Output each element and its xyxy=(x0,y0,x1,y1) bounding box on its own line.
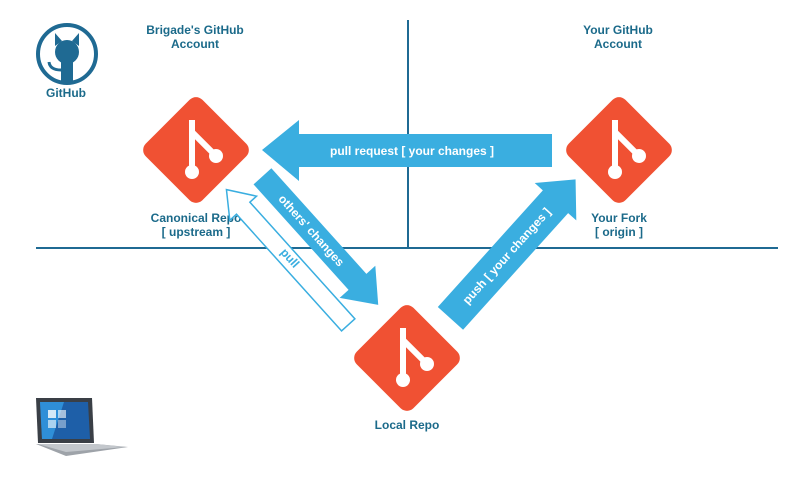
local-repo-label: Local Repo xyxy=(375,418,440,432)
your-account-line1: Your GitHub xyxy=(583,23,653,37)
others-changes-arrow xyxy=(253,168,379,305)
brigade-account-line2: Account xyxy=(171,37,219,51)
push-label: push [ your changes ] xyxy=(460,205,554,307)
github-octocat-icon xyxy=(36,23,98,85)
pull-request-label: pull request [ your changes ] xyxy=(330,144,494,158)
pull-arrow xyxy=(225,188,356,332)
laptop-icon xyxy=(36,398,128,456)
your-fork-sublabel: [ origin ] xyxy=(595,225,643,239)
push-arrow xyxy=(437,179,577,330)
canonical-repo-sublabel: [ upstream ] xyxy=(162,225,231,239)
git-logo-icon xyxy=(566,97,672,203)
your-account-line2: Account xyxy=(594,37,642,51)
brigade-account-line1: Brigade's GitHub xyxy=(146,23,244,37)
git-logo-icon xyxy=(143,97,249,203)
github-label: GitHub xyxy=(46,86,86,100)
pull-request-arrow xyxy=(262,120,552,181)
your-fork-label: Your Fork xyxy=(591,211,647,225)
git-logo-icon xyxy=(354,305,460,411)
canonical-repo-label: Canonical Repo xyxy=(151,211,242,225)
